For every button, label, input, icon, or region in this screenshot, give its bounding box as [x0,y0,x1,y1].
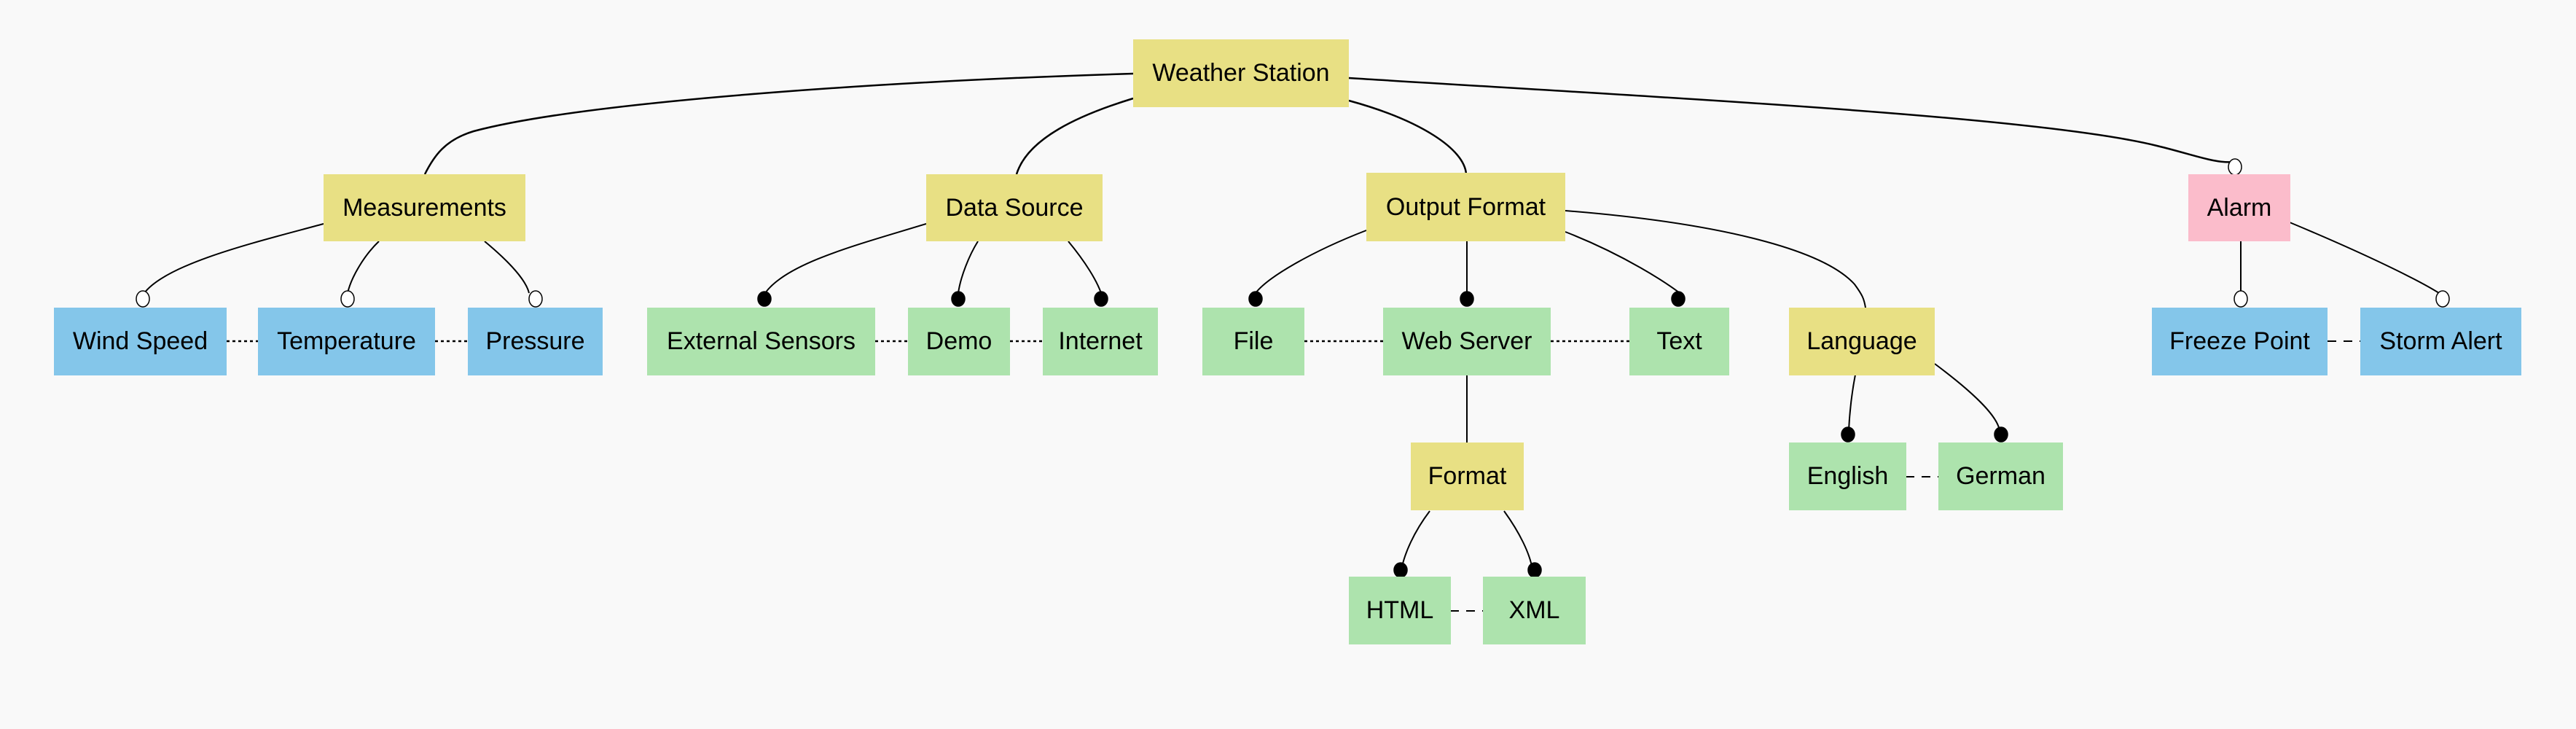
node-weather-station[interactable]: Weather Station [1133,39,1349,107]
node-label: XML [1508,596,1560,624]
edge-language-english [1848,374,1856,431]
edge-output-format-file [1255,230,1367,294]
edge-data-source-demo [958,241,979,294]
node-freeze-point[interactable]: Freeze Point [2152,308,2328,375]
edge-measurements-pressure [484,241,530,294]
node-label: Temperature [277,327,416,355]
node-label: Weather Station [1152,59,1330,87]
node-alarm[interactable]: Alarm [2188,174,2290,241]
node-label: Freeze Point [2169,327,2310,355]
node-label: Text [1656,327,1702,355]
node-label: Alarm [2207,193,2272,222]
mandatory-marker-file [1248,291,1263,307]
node-label: Output Format [1385,192,1546,221]
node-html[interactable]: HTML [1349,577,1451,644]
edge-output-format-language [1565,210,1866,308]
node-demo[interactable]: Demo [908,308,1010,375]
optional-marker-temperature [340,290,355,308]
node-label: Data Source [945,193,1084,222]
edge-measurements-wind-speed [144,223,324,294]
mandatory-marker-text [1671,291,1686,307]
node-data-source[interactable]: Data Source [926,174,1103,241]
edge-weather-station-output-format [1348,99,1468,175]
node-label: Measurements [342,193,506,222]
node-label: Storm Alert [2379,327,2502,355]
optional-marker-alarm [2228,158,2242,176]
node-label: HTML [1366,596,1434,624]
node-label: Wind Speed [72,327,208,355]
node-output-format[interactable]: Output Format [1366,173,1565,241]
node-label: Web Server [1401,327,1532,355]
edge-format-xml [1503,510,1533,571]
mandatory-marker-external-sensors [757,291,772,307]
edge-weather-station-measurements [423,72,1134,175]
edge-alarm-storm-alert [2289,222,2440,294]
node-wind-speed[interactable]: Wind Speed [54,308,227,375]
node-english[interactable]: English [1789,443,1906,510]
edge-weather-station-alarm [1348,77,2236,163]
optional-marker-pressure [528,290,543,308]
node-label: External Sensors [667,327,856,355]
node-label: Internet [1058,327,1143,355]
node-measurements[interactable]: Measurements [324,174,525,241]
node-temperature[interactable]: Temperature [258,308,435,375]
mandatory-marker-xml [1527,562,1542,578]
optional-marker-storm-alert [2435,290,2450,308]
mandatory-marker-internet [1094,291,1108,307]
edge-language-german [1934,363,2000,431]
node-storm-alert[interactable]: Storm Alert [2360,308,2521,375]
edge-data-source-external-sensors [764,223,927,294]
mandatory-marker-english [1841,426,1855,443]
node-internet[interactable]: Internet [1043,308,1158,375]
node-language[interactable]: Language [1789,308,1935,375]
optional-marker-freeze-point [2234,290,2248,308]
node-pressure[interactable]: Pressure [468,308,603,375]
node-label: Format [1428,462,1507,490]
node-label: Pressure [485,327,585,355]
node-label: Demo [925,327,993,355]
edge-format-html [1401,510,1430,571]
node-file[interactable]: File [1202,308,1304,375]
node-text[interactable]: Text [1629,308,1729,375]
mandatory-marker-demo [951,291,966,307]
node-label: File [1233,327,1274,355]
node-xml[interactable]: XML [1483,577,1586,644]
node-format[interactable]: Format [1411,443,1524,510]
edge-weather-station-data-source [1015,97,1134,175]
node-web-server[interactable]: Web Server [1383,308,1551,375]
edge-data-source-internet [1068,241,1102,294]
mandatory-marker-html [1393,562,1408,578]
mandatory-marker-web-server [1460,291,1474,307]
optional-marker-wind-speed [136,290,150,308]
node-german[interactable]: German [1938,443,2063,510]
edge-output-format-text [1565,231,1680,294]
node-label: Language [1806,327,1917,355]
node-label: English [1806,462,1889,490]
node-external-sensors[interactable]: External Sensors [647,308,875,375]
edge-measurements-temperature [347,241,380,294]
node-label: German [1956,462,2045,490]
mandatory-marker-german [1994,426,2008,443]
